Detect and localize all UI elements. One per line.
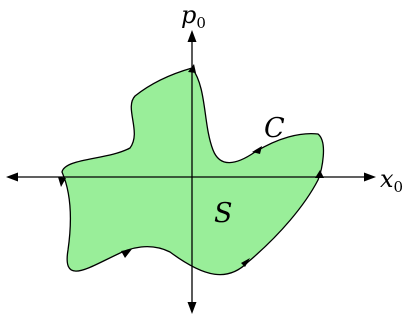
curve-arrow-right-icon [315,170,324,178]
x-axis-label-sub: 0 [394,178,404,196]
curve-arrow-lower-right-icon [241,258,250,267]
curve-arrow-upper-right-icon [252,146,262,154]
p-axis-arrow-up-icon [187,30,197,42]
curve-arrow-bottom-icon [121,249,132,258]
region-s-label: S [214,198,233,229]
p-axis-label-main: p [181,1,196,29]
curve-arrow-top-icon [188,64,196,73]
x-axis-label: x0 [380,165,403,196]
region-s [61,67,325,276]
p-axis-label: p0 [181,1,206,32]
p-axis-arrow-down-icon [187,302,197,314]
curve-arrow-left-icon [58,177,66,187]
x-axis-arrow-left-icon [6,172,18,182]
p-axis-label-sub: 0 [196,14,206,32]
x-axis-label-main: x [380,165,394,193]
curve-c-label: C [264,113,285,144]
x-axis-arrow-right-icon [364,172,376,182]
